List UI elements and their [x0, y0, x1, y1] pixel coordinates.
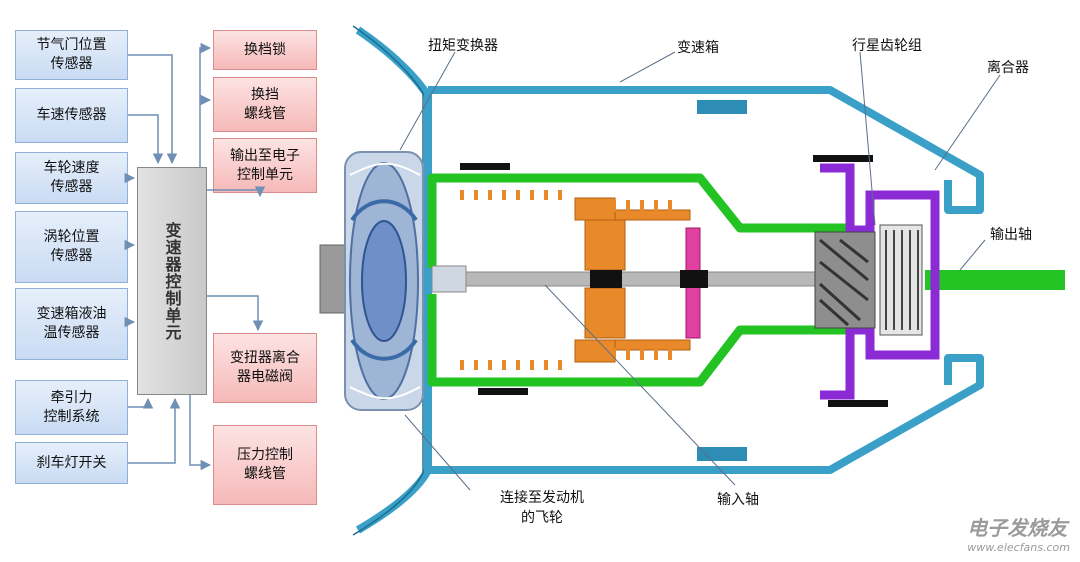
bearing-block-bottom — [697, 447, 747, 461]
label-flywheel: 连接至发动机 的飞轮 — [500, 490, 584, 526]
actuator-tcc-solenoid: 变扭器离合 器电磁阀 — [213, 333, 317, 403]
sensor-wheel-speed: 车轮速度 传感器 — [15, 152, 128, 204]
transmission-control-unit: 变速器控制单元 — [137, 167, 207, 395]
actuator-pressure-solenoid: 压力控制 螺线管 — [213, 425, 317, 505]
label-input-shaft: 输入轴 — [717, 492, 759, 508]
label-planetary-gear: 行星齿轮组 — [852, 38, 922, 54]
tcu-label: 变速器控制单元 — [162, 221, 182, 341]
bearing-block-top — [697, 100, 747, 114]
output-shaft — [925, 270, 1065, 290]
brake-bands — [460, 155, 888, 407]
gear-set — [574, 197, 691, 363]
label-output-shaft: 输出轴 — [990, 227, 1032, 243]
actuator-shift-solenoid: 换挡 螺线管 — [213, 77, 317, 132]
traction-control-system: 牵引力 控制系统 — [15, 380, 128, 435]
label-clutch: 离合器 — [987, 60, 1029, 76]
sensor-fluid-temperature: 变速箱液油 温传感器 — [15, 288, 128, 360]
sensor-vehicle-speed: 车速传感器 — [15, 88, 128, 143]
watermark: 电子发烧友 www.elecfans.com — [967, 512, 1070, 554]
torque-converter — [319, 151, 424, 411]
input-shaft — [439, 271, 841, 287]
label-torque-converter: 扭矩变换器 — [428, 38, 498, 54]
planetary-gear-set — [814, 163, 940, 400]
actuator-output-ecu: 输出至电子 控制单元 — [213, 138, 317, 193]
actuator-shift-lock: 换档锁 — [213, 30, 317, 70]
sensor-turbine-position: 涡轮位置 传感器 — [15, 211, 128, 283]
watermark-text: 电子发烧友 — [967, 516, 1068, 540]
brake-light-switch: 刹车灯开关 — [15, 442, 128, 484]
sensor-throttle-position: 节气门位置 传感器 — [15, 30, 128, 80]
watermark-url: www.elecfans.com — [967, 541, 1070, 554]
gear-teeth — [460, 190, 672, 370]
label-gearbox: 变速箱 — [677, 40, 719, 56]
leader-lines — [399, 51, 1001, 491]
